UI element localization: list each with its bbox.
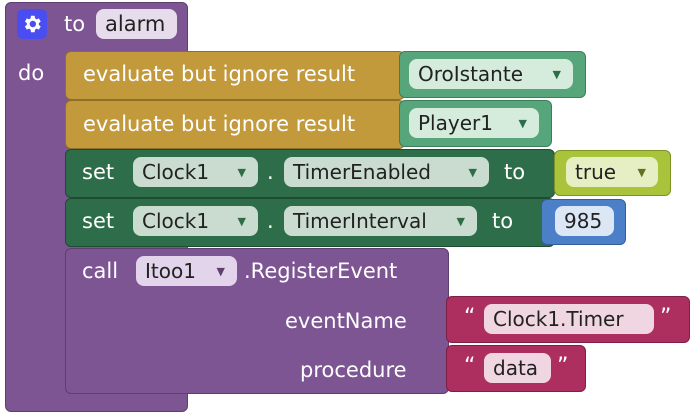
procedure-to-label: to	[64, 12, 86, 36]
call-block-registerevent[interactable]	[65, 248, 449, 394]
chevron-down-icon: ▼	[237, 215, 246, 228]
chevron-down-icon: ▼	[456, 215, 465, 228]
evaluate-block-oroistante[interactable]	[65, 51, 405, 100]
close-quote: ”	[557, 354, 569, 379]
chevron-down-icon: ▼	[552, 68, 561, 81]
variable-dropdown-player1[interactable]: Player1 ▼	[409, 108, 539, 138]
chevron-down-icon: ▼	[637, 166, 646, 179]
chevron-down-icon: ▼	[518, 117, 527, 130]
set-label: set	[82, 209, 115, 233]
arg-label-procedure: procedure	[300, 358, 407, 382]
evaluate-block-player1[interactable]	[65, 100, 405, 149]
set-label: set	[82, 160, 115, 184]
boolean-value: true	[575, 160, 617, 184]
set-to-label: to	[504, 160, 526, 184]
component-dropdown-itoo1[interactable]: Itoo1 ▼	[136, 256, 237, 286]
boolean-dropdown[interactable]: true ▼	[566, 157, 658, 187]
close-quote: ”	[660, 305, 672, 330]
chevron-down-icon: ▼	[237, 166, 246, 179]
text-field-procedure[interactable]: data	[484, 353, 551, 383]
component-value: Clock1	[142, 209, 210, 233]
component-dropdown-clock1[interactable]: Clock1 ▼	[133, 206, 258, 236]
text-field-eventname[interactable]: Clock1.Timer	[484, 304, 654, 334]
variable-value: OroIstante	[418, 62, 523, 86]
property-value: TimerEnabled	[293, 160, 431, 184]
open-quote: “	[464, 354, 476, 379]
set-to-label: to	[492, 209, 514, 233]
method-name: .RegisterEvent	[244, 259, 398, 283]
variable-value: Player1	[418, 111, 493, 135]
chevron-down-icon: ▼	[216, 265, 225, 278]
property-dropdown-timerinterval[interactable]: TimerInterval ▼	[284, 206, 477, 236]
procedure-name-field[interactable]: alarm	[96, 9, 177, 39]
chevron-down-icon: ▼	[468, 166, 477, 179]
component-dropdown-clock1[interactable]: Clock1 ▼	[133, 157, 258, 187]
call-label: call	[82, 259, 119, 283]
property-dot: .	[267, 160, 274, 184]
variable-dropdown-oroistante[interactable]: OroIstante ▼	[409, 59, 573, 89]
gear-icon	[24, 15, 41, 33]
open-quote: “	[464, 305, 476, 330]
component-value: Clock1	[142, 160, 210, 184]
number-field[interactable]: 985	[555, 206, 614, 236]
procedure-do-label: do	[18, 61, 45, 85]
arg-label-eventname: eventName	[285, 309, 407, 333]
property-dot: .	[267, 209, 274, 233]
component-value: Itoo1	[145, 259, 196, 283]
property-dropdown-timerenabled[interactable]: TimerEnabled ▼	[284, 157, 489, 187]
gear-button[interactable]	[17, 9, 47, 39]
evaluate-label: evaluate but ignore result	[83, 112, 356, 136]
evaluate-label: evaluate but ignore result	[83, 62, 356, 86]
property-value: TimerInterval	[293, 209, 427, 233]
